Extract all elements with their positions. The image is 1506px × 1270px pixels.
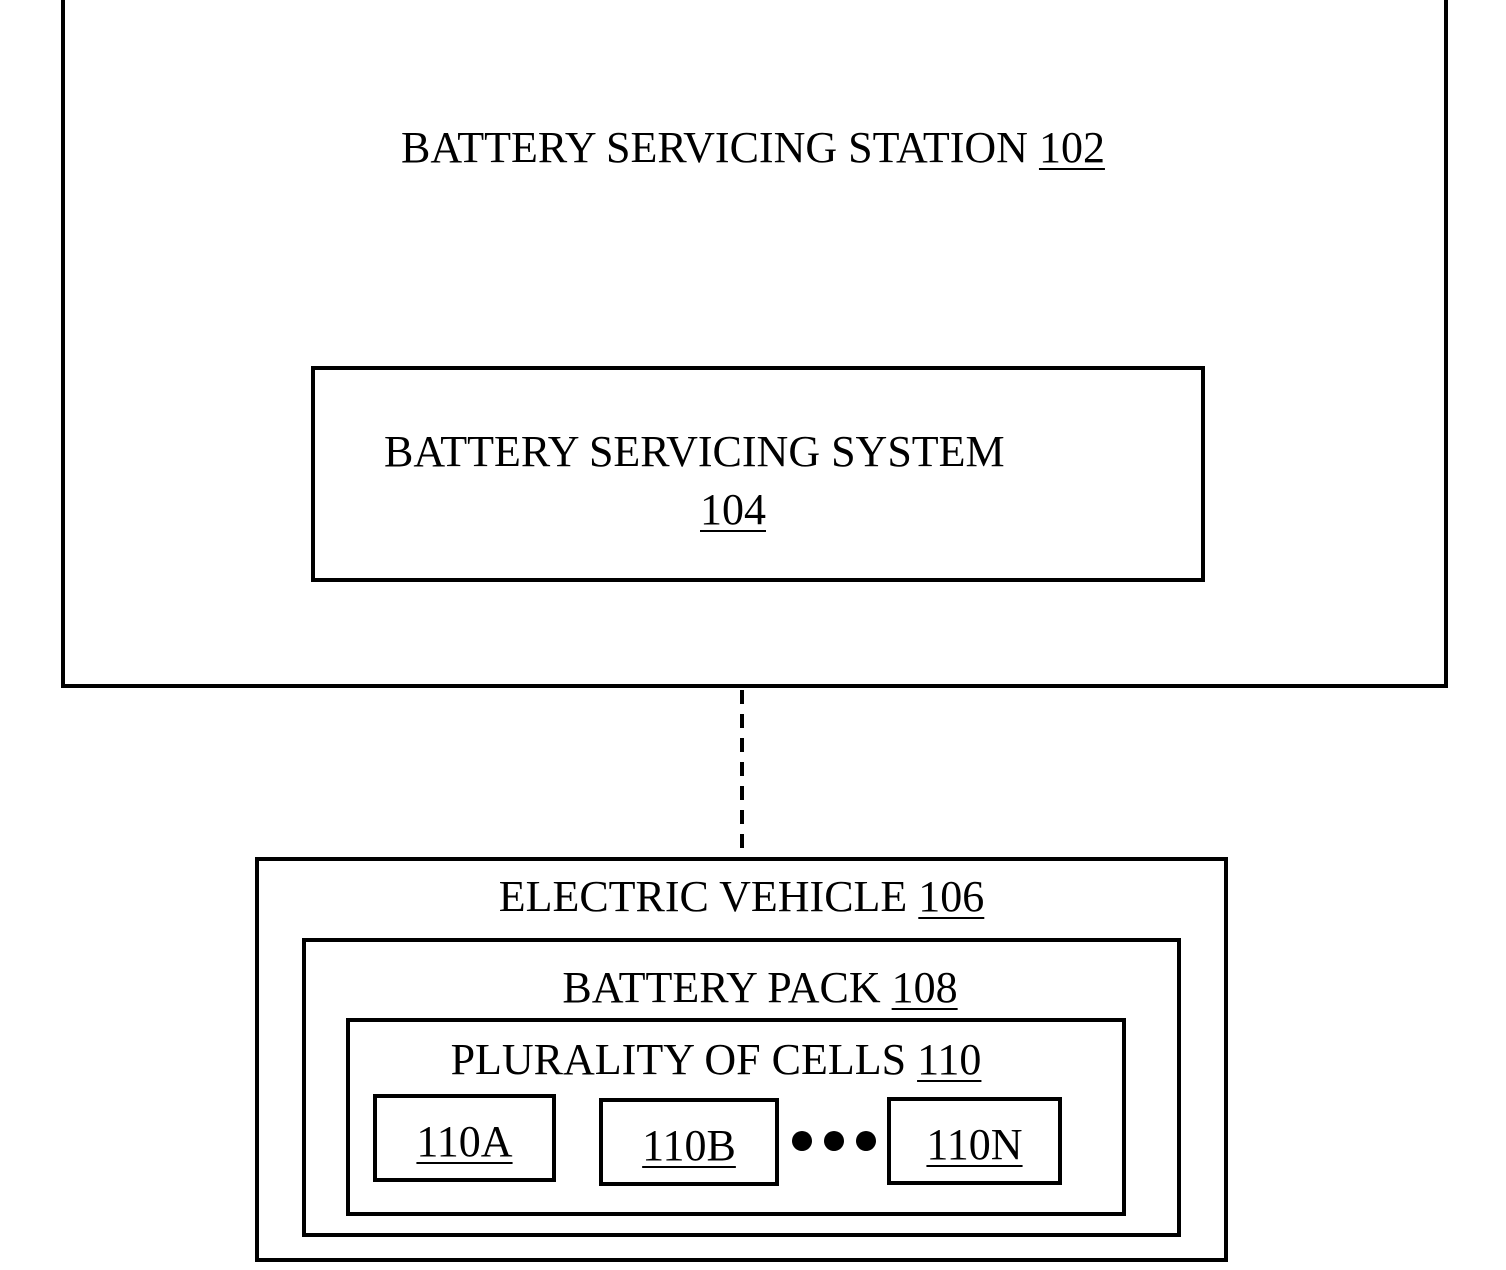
plurality-of-cells-title: PLURALITY OF CELLS [451,1035,907,1084]
cell-box-b: 110B [599,1098,779,1186]
electric-vehicle-title: ELECTRIC VEHICLE [499,872,908,921]
electric-vehicle-label: ELECTRIC VEHICLE 106 [255,875,1228,919]
battery-pack-title: BATTERY PACK [562,963,880,1012]
plurality-of-cells-label: PLURALITY OF CELLS 110 [346,1038,1086,1082]
electric-vehicle-ref: 106 [918,872,984,921]
ellipsis-icon [791,1128,877,1154]
cell-label-a: 110A [416,1117,512,1166]
battery-pack-ref: 108 [892,963,958,1012]
cell-label-b: 110B [642,1121,736,1170]
battery-pack-label: BATTERY PACK 108 [302,966,1218,1010]
cell-box-a: 110A [373,1094,556,1182]
cell-label-n: 110N [926,1120,1022,1169]
cell-box-n: 110N [887,1097,1062,1185]
plurality-of-cells-ref: 110 [917,1035,981,1084]
